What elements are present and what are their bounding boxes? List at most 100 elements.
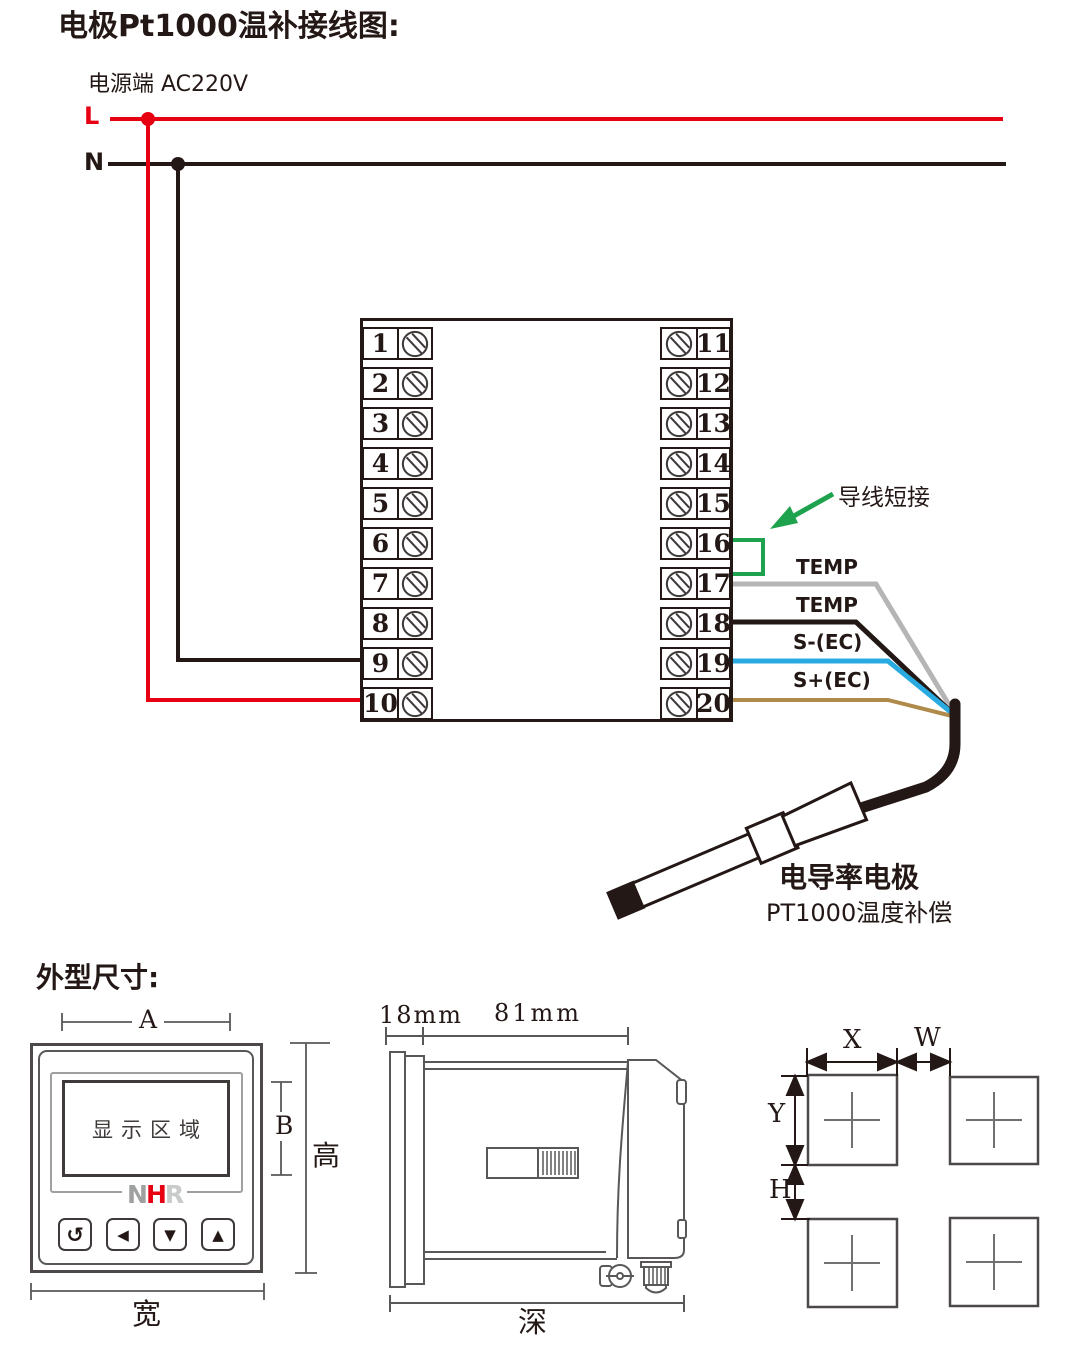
screw-icon [665, 370, 693, 397]
probe-cable [858, 698, 961, 813]
terminal-number: 10 [363, 689, 398, 718]
screw-icon [401, 490, 429, 517]
screw-icon [401, 370, 429, 397]
reset-button[interactable]: ↺ [58, 1218, 92, 1251]
cutout-dimensions [781, 1048, 953, 1222]
terminal-14: 14 [660, 447, 731, 480]
side-rear-housing [627, 1059, 685, 1259]
screw-icon [665, 410, 693, 437]
front-view-display: 显示区域 [62, 1080, 230, 1177]
nhr-logo: NHR [122, 1180, 188, 1209]
screw-icon [401, 690, 429, 717]
power-lines [108, 112, 1006, 702]
terminal-number: 4 [371, 449, 390, 478]
screw-icon [401, 410, 429, 437]
line-n-label: N [84, 148, 105, 176]
power-terminal-label: 电源端 AC220V [88, 72, 249, 97]
panel-cutout [781, 1048, 1040, 1309]
terminal-10: 10 [362, 687, 433, 720]
terminal-4: 4 [362, 447, 433, 480]
screw-icon [401, 530, 429, 557]
terminal-number: 8 [371, 609, 390, 638]
terminal-number: 7 [371, 569, 390, 598]
down-arrow-button[interactable]: ▼ [153, 1218, 187, 1251]
wire-temp-black [733, 619, 952, 713]
terminal-1: 1 [362, 327, 433, 360]
terminal-number: 19 [696, 649, 731, 678]
terminal-11: 11 [660, 327, 731, 360]
screw-icon [665, 490, 693, 517]
screw-icon [665, 530, 693, 557]
terminal-number: 6 [371, 529, 390, 558]
depth-label: 深 [518, 1305, 548, 1339]
screw-icon [665, 690, 693, 717]
height-label: 高 [312, 1139, 341, 1172]
terminal-number: 15 [696, 489, 731, 518]
terminal-number: 1 [371, 329, 390, 358]
terminal-16: 16 [660, 527, 731, 560]
screw-icon [665, 450, 693, 477]
terminal-number: 16 [696, 529, 731, 558]
screw-icon [665, 330, 693, 357]
screw-icon [665, 610, 693, 637]
terminal-number: 20 [696, 689, 731, 718]
terminal-9: 9 [362, 647, 433, 680]
width-label: 宽 [132, 1297, 162, 1331]
wire-label-temp-2: TEMP [796, 593, 858, 617]
logo-letter-h: H [145, 1180, 167, 1209]
side-front-bezel [389, 1051, 406, 1288]
terminal-8: 8 [362, 607, 433, 640]
display-area-label: 显示区域 [92, 1117, 208, 1142]
terminal-17: 17 [660, 567, 731, 600]
terminal-19: 19 [660, 647, 731, 680]
up-arrow-button[interactable]: ▲ [201, 1218, 235, 1251]
wire-s-plus-ec [733, 698, 953, 718]
side-clip-tab [676, 1079, 687, 1105]
screw-icon [401, 610, 429, 637]
wire-s-minus-ec [733, 658, 954, 715]
terminal-15: 15 [660, 487, 731, 520]
terminal-13: 13 [660, 407, 731, 440]
cutout-x-label: X [843, 1025, 862, 1055]
terminal-number: 2 [371, 369, 390, 398]
terminal-number: 9 [371, 649, 390, 678]
cutout-w-label: W [914, 1023, 941, 1053]
terminal-18: 18 [660, 607, 731, 640]
terminal-6: 6 [362, 527, 433, 560]
wiring-title: 电极Pt1000温补接线图: [58, 9, 400, 44]
screw-icon [401, 330, 429, 357]
screw-icon [665, 570, 693, 597]
side-mounting-clamp [486, 1147, 579, 1179]
probe-subtitle: PT1000温度补偿 [766, 899, 953, 927]
jumper-wire [733, 538, 765, 576]
screw-icon [665, 650, 693, 677]
dim-a-label: A [132, 1005, 165, 1035]
sensor-wires [733, 581, 954, 718]
left-arrow-button[interactable]: ◀ [106, 1218, 140, 1251]
wire-l-to-terminal10 [146, 119, 362, 702]
wire-label-temp-1: TEMP [796, 555, 858, 579]
terminal-number: 18 [696, 609, 731, 638]
outline-title: 外型尺寸: [36, 961, 160, 994]
bezel-depth-label: 18mm [379, 1001, 464, 1029]
terminal-20: 20 [660, 687, 731, 720]
side-view [385, 1027, 687, 1312]
wire-label-s-plus: S+(EC) [793, 668, 871, 692]
wire-n-to-terminal9 [176, 164, 362, 662]
logo-letter-n: N [127, 1180, 148, 1209]
screw-icon [401, 650, 429, 677]
logo-letter-r: R [164, 1180, 184, 1209]
terminal-number: 12 [696, 369, 731, 398]
terminal-3: 3 [362, 407, 433, 440]
cutout-h-label: H [769, 1175, 792, 1205]
line-l-label: L [84, 102, 100, 130]
body-depth-label: 81mm [494, 999, 583, 1027]
terminal-12: 12 [660, 367, 731, 400]
terminal-number: 11 [696, 329, 731, 358]
wire-label-s-minus: S-(EC) [793, 630, 863, 654]
jumper-arrow-icon [770, 491, 835, 529]
conductivity-probe [606, 780, 869, 920]
